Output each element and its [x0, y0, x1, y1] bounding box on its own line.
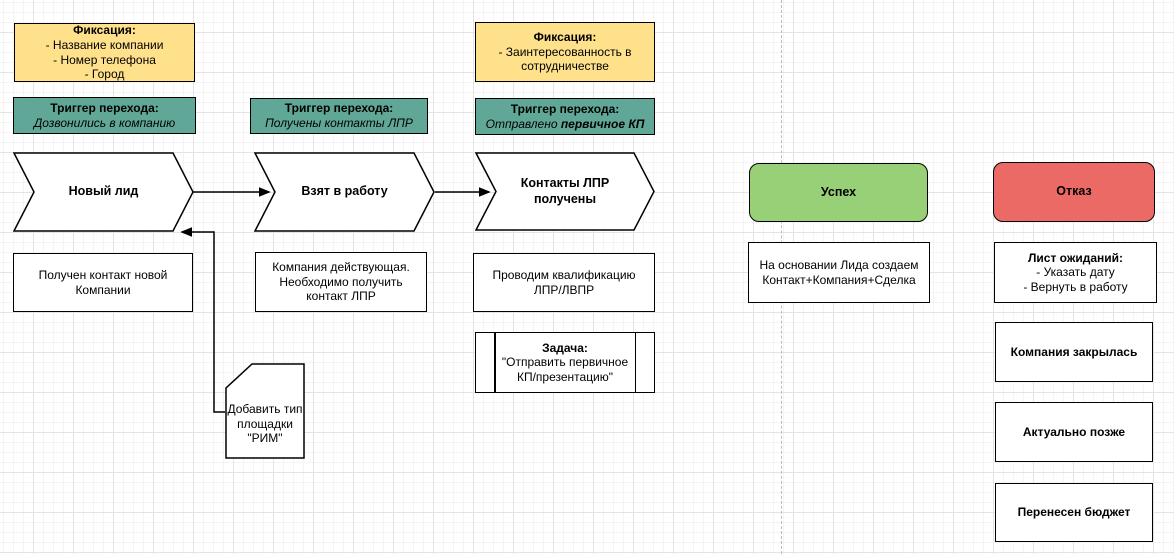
trigger-condition: Отправлено первичное КП: [486, 117, 645, 132]
terminal-reject[interactable]: Отказ: [993, 162, 1155, 222]
terminal-label: Успех: [820, 184, 857, 199]
stage-label: Новый лид: [68, 184, 139, 199]
note-text: На основании Лида создаем Контакт+Компан…: [759, 257, 919, 287]
note-in-work[interactable]: Компания действующая. Необходимо получит…: [255, 252, 427, 312]
note-contacts[interactable]: Проводим квалификацию ЛПР/ЛВПР: [473, 253, 655, 312]
trigger-title: Триггер перехода:: [284, 101, 394, 116]
process-bar-right: [634, 333, 636, 392]
waitlist-title: Лист ожиданий:: [1027, 250, 1124, 265]
stage-new-lead[interactable]: Новый лид: [13, 152, 194, 232]
stage-contacts-received[interactable]: Контакты ЛПР получены: [475, 152, 655, 231]
doc-card-rim[interactable]: Добавить тип площадки "РИМ": [225, 363, 305, 459]
fixation-title: Фиксация:: [73, 23, 136, 38]
task-process-card[interactable]: Задача: "Отправить первичное КП/презента…: [475, 332, 655, 393]
note-text: Получен контакт новой Компании: [38, 267, 168, 297]
fixation-title: Фиксация:: [533, 30, 597, 45]
trigger-card-new-lead[interactable]: Триггер перехода: Дозвонились в компанию: [13, 97, 196, 134]
trigger-condition: Дозвонились в компанию: [33, 115, 176, 130]
chevron-shape: [254, 152, 435, 232]
fixation-item: - Город: [84, 67, 125, 82]
stage-label: Взят в работу: [301, 184, 388, 199]
trigger-condition: Получены контакты ЛПР: [265, 116, 413, 130]
reject-reason-budget-moved[interactable]: Перенесен бюджет: [995, 483, 1153, 542]
note-waitlist[interactable]: Лист ожиданий: - Указать дату - Вернуть …: [994, 242, 1157, 303]
fixation-item: - Название компании: [45, 37, 164, 52]
fixation-card-new-lead[interactable]: Фиксация: - Название компании - Номер те…: [14, 23, 195, 82]
process-bar-left: [494, 333, 496, 392]
stage-in-work[interactable]: Взят в работу: [254, 152, 435, 232]
trigger-card-contacts[interactable]: Триггер перехода: Отправлено первичное К…: [475, 98, 655, 135]
trigger-title: Триггер перехода:: [50, 100, 159, 115]
trigger-card-in-work[interactable]: Триггер перехода: Получены контакты ЛПР: [250, 98, 428, 134]
note-text: Проводим квалификацию ЛПР/ЛВПР: [492, 267, 636, 297]
reason-text: Компания закрылась: [1010, 344, 1138, 359]
note-success[interactable]: На основании Лида создаем Контакт+Компан…: [748, 242, 930, 303]
fixation-item: - Заинтересованность в сотрудничестве: [498, 44, 632, 74]
note-text: Компания действующая. Необходимо получит…: [272, 260, 410, 304]
card-shape: [225, 363, 305, 459]
terminal-success[interactable]: Успех: [749, 163, 928, 222]
trigger-condition-emphasis: первичное КП: [560, 116, 645, 131]
trigger-condition-prefix: Отправлено: [485, 116, 561, 131]
stage-label: Контакты ЛПР получены: [520, 176, 610, 206]
doc-card-text: Добавить тип площадки "РИМ": [227, 402, 303, 446]
fixation-item: - Номер телефона: [53, 52, 156, 67]
task-title: Задача:: [542, 340, 588, 355]
fixation-card-contacts[interactable]: Фиксация: - Заинтересованность в сотрудн…: [475, 22, 655, 82]
reason-text: Перенесен бюджет: [1017, 505, 1131, 520]
task-text: "Отправить первичное КП/презентацию": [501, 355, 629, 384]
reason-text: Актуально позже: [1022, 424, 1126, 439]
waitlist-item: - Вернуть в работу: [1023, 279, 1128, 294]
trigger-title: Триггер перехода:: [510, 101, 620, 116]
chevron-shape: [475, 152, 655, 231]
note-new-lead[interactable]: Получен контакт новой Компании: [13, 253, 193, 312]
chevron-shape: [13, 152, 194, 232]
terminal-label: Отказ: [1056, 184, 1092, 199]
reject-reason-later[interactable]: Актуально позже: [995, 402, 1153, 462]
reject-reason-company-closed[interactable]: Компания закрылась: [995, 322, 1153, 382]
waitlist-item: - Указать дату: [1036, 265, 1115, 280]
